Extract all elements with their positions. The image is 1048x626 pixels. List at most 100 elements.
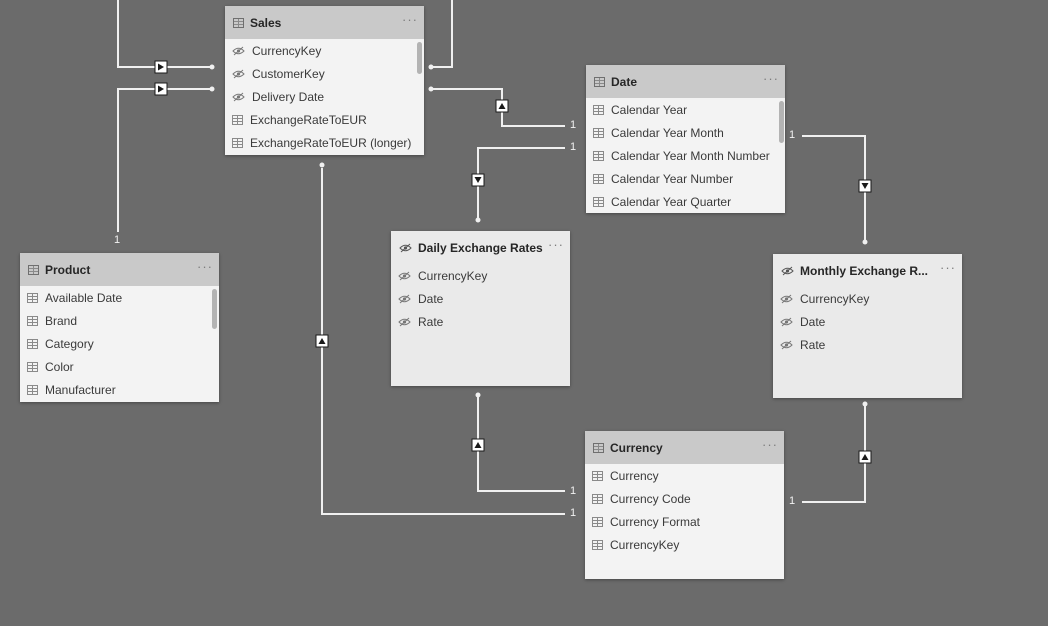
more-options-icon[interactable]: ··· (762, 437, 778, 452)
field-row[interactable]: Date (391, 287, 570, 310)
hidden-icon (399, 243, 412, 252)
table-header[interactable]: Currency ··· (585, 431, 784, 464)
field-row[interactable]: Rate (391, 310, 570, 333)
field-row[interactable]: Currency (585, 464, 784, 487)
field-label: Calendar Year Quarter (611, 194, 732, 209)
table-icon (28, 264, 39, 275)
field-row[interactable]: Currency Code (585, 487, 784, 510)
table-title: Monthly Exchange R... (800, 263, 929, 278)
field-label: ExchangeRateToEUR (longer) (250, 135, 412, 150)
table-icon (27, 292, 38, 303)
cardinality-one-label: 1 (570, 485, 577, 497)
table-card-currency[interactable]: Currency ··· Currency Currency Code Curr… (585, 431, 784, 579)
more-options-icon[interactable]: ··· (940, 260, 956, 275)
field-label: CurrencyKey (800, 291, 870, 306)
relationship-line-currency-monthly[interactable] (802, 406, 866, 503)
field-label: Rate (418, 314, 444, 329)
table-card-date[interactable]: Date ··· Calendar Year Calendar Year Mon… (586, 65, 785, 213)
field-row[interactable]: Color (20, 355, 219, 378)
cardinality-one-label: 1 (570, 141, 577, 153)
hidden-icon (398, 317, 411, 326)
hidden-icon (232, 69, 245, 78)
more-options-icon[interactable]: ··· (548, 237, 564, 252)
field-row[interactable]: Calendar Year (586, 98, 785, 121)
relationship-line-top-left-1[interactable] (117, 0, 210, 68)
field-row[interactable]: CurrencyKey (225, 39, 424, 62)
scrollbar-thumb[interactable] (779, 101, 784, 143)
field-row[interactable]: Delivery Date (225, 85, 424, 108)
relationship-line-currency-sales[interactable] (321, 168, 565, 515)
field-label: CurrencyKey (252, 43, 322, 58)
field-row[interactable]: Calendar Year Month Number (586, 144, 785, 167)
field-label: Available Date (45, 290, 123, 305)
field-row[interactable]: Calendar Year Quarter (586, 190, 785, 213)
many-endpoint (475, 217, 481, 223)
many-endpoint (428, 64, 434, 70)
field-row[interactable]: Category (20, 332, 219, 355)
table-icon (593, 150, 604, 161)
table-icon (593, 196, 604, 207)
field-row[interactable]: ExchangeRateToEUR (225, 108, 424, 131)
table-icon (594, 76, 605, 87)
field-row[interactable]: Calendar Year Number (586, 167, 785, 190)
table-card-sales[interactable]: Sales ··· CurrencyKey CustomerKey Delive… (225, 6, 424, 155)
table-header[interactable]: Product ··· (20, 253, 219, 286)
table-header[interactable]: Monthly Exchange R... ··· (773, 254, 962, 287)
table-icon (27, 315, 38, 326)
table-header[interactable]: Sales ··· (225, 6, 424, 39)
table-card-monthly-exchange-rates[interactable]: Monthly Exchange R... ··· CurrencyKey Da… (773, 254, 962, 398)
field-label: Currency (610, 468, 659, 483)
field-row[interactable]: Brand (20, 309, 219, 332)
field-label: CurrencyKey (418, 268, 488, 283)
relationship-line-product-sales[interactable] (117, 88, 210, 232)
table-header[interactable]: Date ··· (586, 65, 785, 98)
many-endpoint (475, 392, 481, 398)
relationship-line-currency-daily[interactable] (477, 397, 565, 492)
scrollbar-thumb[interactable] (212, 289, 217, 329)
field-row[interactable]: CurrencyKey (773, 287, 962, 310)
table-icon (233, 17, 244, 28)
field-label: Rate (800, 337, 826, 352)
table-header[interactable]: Daily Exchange Rates ··· (391, 231, 570, 264)
table-card-daily-exchange-rates[interactable]: Daily Exchange Rates ··· CurrencyKey Dat… (391, 231, 570, 386)
field-row[interactable]: Rate (773, 333, 962, 356)
cardinality-one-label: 1 (114, 234, 121, 246)
field-row[interactable]: CurrencyKey (391, 264, 570, 287)
relationship-line-date-daily[interactable] (477, 147, 565, 218)
more-options-icon[interactable]: ··· (763, 71, 779, 86)
field-label: CustomerKey (252, 66, 325, 81)
field-label: Date (800, 314, 826, 329)
many-endpoint (862, 401, 868, 407)
filter-direction-up-icon (315, 334, 329, 348)
scrollbar-thumb[interactable] (417, 42, 422, 74)
table-icon (27, 384, 38, 395)
hidden-icon (398, 271, 411, 280)
field-row[interactable]: Manufacturer (20, 378, 219, 401)
table-icon (592, 539, 603, 550)
hidden-icon (232, 92, 245, 101)
table-card-product[interactable]: Product ··· Available Date Brand Categor… (20, 253, 219, 402)
field-label: Calendar Year Month Number (611, 148, 770, 163)
field-row[interactable]: ExchangeRateToEUR (longer) (225, 131, 424, 154)
field-row[interactable]: CustomerKey (225, 62, 424, 85)
field-row[interactable]: Currency Format (585, 510, 784, 533)
field-label: Color (45, 359, 74, 374)
field-row[interactable]: Date (773, 310, 962, 333)
relationship-line-top-right[interactable] (433, 0, 453, 68)
many-endpoint (428, 86, 434, 92)
hidden-icon (232, 46, 245, 55)
table-title: Product (45, 262, 91, 277)
field-row[interactable]: CurrencyKey (585, 533, 784, 556)
more-options-icon[interactable]: ··· (197, 259, 213, 274)
relationship-line-date-monthly[interactable] (802, 135, 866, 240)
more-options-icon[interactable]: ··· (402, 12, 418, 27)
field-row[interactable]: Available Date (20, 286, 219, 309)
filter-direction-down-icon (858, 179, 872, 193)
table-icon (592, 470, 603, 481)
table-title: Daily Exchange Rates (418, 240, 543, 255)
hidden-icon (780, 317, 793, 326)
field-row[interactable]: Calendar Year Month (586, 121, 785, 144)
many-endpoint (209, 86, 215, 92)
many-endpoint (319, 162, 325, 168)
table-title: Date (611, 74, 638, 89)
